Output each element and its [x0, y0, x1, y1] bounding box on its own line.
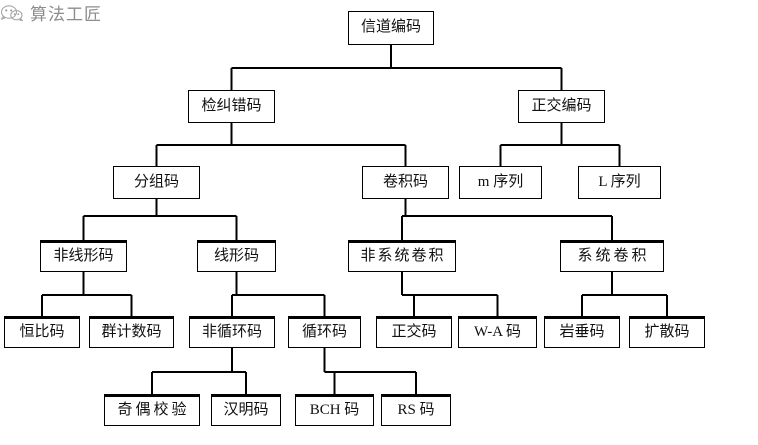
node-label: BCH 码 [309, 402, 360, 418]
node-parity: 奇偶校验 [104, 394, 200, 426]
node-label: 正交编码 [531, 97, 592, 114]
node-label: 分组码 [133, 173, 179, 190]
node-orth: 正交编码 [518, 90, 605, 123]
node-label: 群计数码 [101, 324, 162, 340]
node-sys: 系统卷积 [560, 240, 664, 272]
node-label: RS 码 [397, 402, 435, 418]
node-orthc: 正交码 [376, 316, 452, 348]
node-noncyc: 非循环码 [189, 316, 275, 348]
node-conv: 卷积码 [362, 166, 449, 199]
node-label: 循环码 [301, 324, 347, 340]
node-count: 群计数码 [89, 316, 174, 348]
node-label: 线形码 [213, 248, 259, 264]
node-block: 分组码 [113, 166, 200, 199]
node-label: 卷积码 [382, 173, 428, 190]
node-label: 系统卷积 [577, 248, 650, 264]
wechat-official-account-icon [0, 4, 23, 21]
node-label: 非线形码 [53, 248, 114, 264]
node-label: 非系统卷积 [360, 248, 446, 264]
node-lseq: L 序列 [578, 166, 661, 199]
node-label: m 序列 [477, 173, 524, 190]
node-root: 信道编码 [348, 11, 434, 45]
node-yanchui: 岩垂码 [544, 316, 620, 348]
node-label: 恒比码 [19, 324, 65, 340]
node-label: W-A 码 [473, 324, 522, 340]
node-nonlin: 非线形码 [40, 240, 127, 272]
node-label: 检纠错码 [201, 97, 262, 114]
node-cyc: 循环码 [288, 316, 361, 348]
node-label: 汉明码 [223, 402, 269, 418]
node-wa: W-A 码 [458, 316, 537, 348]
node-nonsys: 非系统卷积 [348, 240, 456, 272]
node-rs: RS 码 [381, 394, 451, 426]
node-label: 非循环码 [201, 324, 262, 340]
watermark-text: 算法工匠 [30, 5, 102, 24]
node-ecc: 检纠错码 [188, 90, 275, 123]
node-label: 扩散码 [644, 324, 690, 340]
node-label: 信道编码 [360, 19, 421, 35]
node-label: L 序列 [598, 173, 641, 190]
node-label: 奇偶校验 [117, 402, 190, 418]
watermark: 算法工匠 [0, 0, 102, 25]
node-bch: BCH 码 [295, 394, 374, 426]
node-lin: 线形码 [197, 240, 276, 272]
node-mseq: m 序列 [459, 166, 542, 199]
node-hamming: 汉明码 [211, 394, 281, 426]
node-label: 正交码 [391, 324, 437, 340]
node-spread: 扩散码 [629, 316, 705, 348]
node-const: 恒比码 [4, 316, 80, 348]
node-label: 岩垂码 [559, 324, 605, 340]
